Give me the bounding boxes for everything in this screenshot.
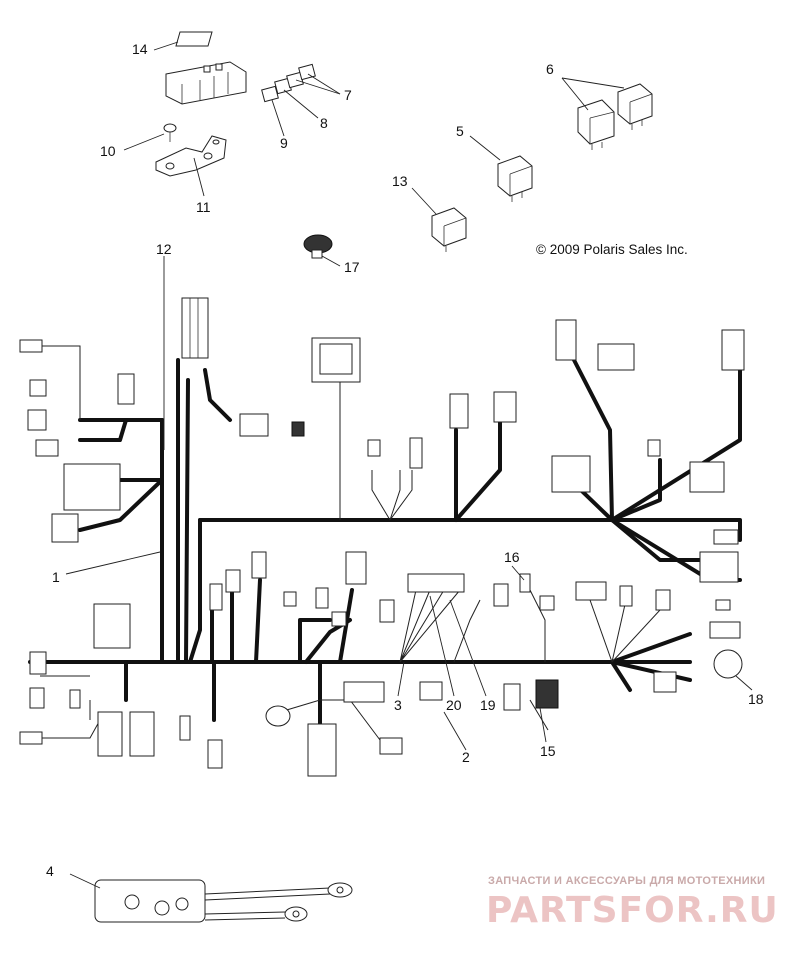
callout-8: 8	[320, 115, 328, 131]
callout-9: 9	[280, 135, 288, 151]
callout-1: 1	[52, 569, 60, 585]
watermark-tagline: ЗАПЧАСТИ И АКСЕССУАРЫ ДЛЯ МОТОТЕХНИКИ	[488, 875, 765, 887]
callout-2: 2	[462, 749, 470, 765]
screw-part-10	[163, 123, 177, 142]
callout-11: 11	[196, 199, 211, 215]
fuse-box-part	[165, 61, 247, 105]
relay-part-13	[431, 207, 467, 252]
callout-16: 16	[504, 549, 520, 565]
fuse-box-cover-part-14	[175, 31, 213, 47]
connectors	[19, 297, 745, 777]
callout-13: 13	[392, 173, 408, 189]
connector-part-17	[303, 234, 333, 259]
callout-labels: 14 10 11 12 9 8 7 6 5 13 17 1 16 18 3 20…	[46, 41, 764, 879]
callout-leaders	[65, 41, 753, 889]
mounting-bracket-part-11	[155, 135, 227, 177]
callout-15: 15	[540, 743, 556, 759]
callout-20: 20	[446, 697, 462, 713]
callout-6: 6	[546, 61, 554, 77]
battery-cable-part-4	[94, 879, 353, 923]
callout-5: 5	[456, 123, 464, 139]
callout-18: 18	[748, 691, 764, 707]
watermark: ЗАПЧАСТИ И АКСЕССУАРЫ ДЛЯ МОТОТЕХНИКИ PA…	[486, 875, 779, 931]
callout-12: 12	[156, 241, 172, 257]
watermark-brand: PARTSFOR.RU	[486, 890, 779, 931]
callout-7: 7	[344, 87, 352, 103]
relay-part-6a	[577, 99, 615, 150]
callout-19: 19	[480, 697, 496, 713]
callout-14: 14	[132, 41, 148, 57]
main-harness-trunks	[28, 358, 742, 732]
relay-part-6b	[617, 83, 653, 130]
callout-10: 10	[100, 143, 116, 159]
callout-3: 3	[394, 697, 402, 713]
copyright-notice: © 2009 Polaris Sales Inc.	[536, 242, 688, 257]
relay-part-5	[497, 155, 533, 202]
fuse-parts-7-8-9	[261, 63, 316, 103]
callout-17: 17	[344, 259, 360, 275]
callout-4: 4	[46, 863, 54, 879]
